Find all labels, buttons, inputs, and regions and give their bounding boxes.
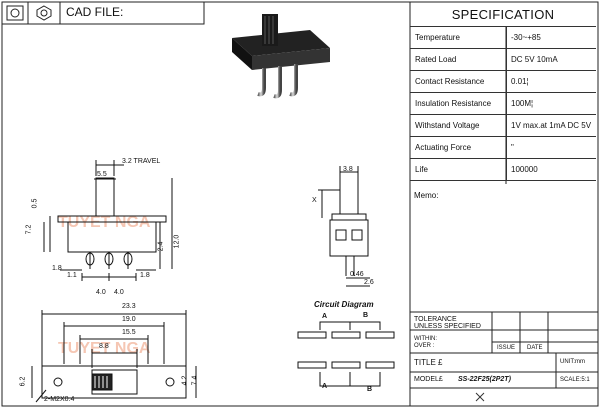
spec-row: Actuating Force "	[410, 136, 596, 159]
dim-1-8-left: 1.8	[52, 265, 62, 272]
circuit-title: Circuit Diagram	[314, 300, 374, 309]
dim-0-5: 0.5	[31, 198, 39, 209]
dim-0-46: 0.46	[350, 271, 364, 278]
dim-8-8: 8.8	[99, 343, 109, 350]
spec-row-label: Actuating Force	[415, 143, 472, 152]
spec-title: SPECIFICATION	[451, 7, 555, 22]
dim-7-2: 7.2	[25, 224, 33, 235]
spec-row-label: Withstand Voltage	[415, 121, 480, 130]
dim-1-8-right: 1.8	[140, 272, 150, 279]
spec-row: Rated Load DC 5V 10mA	[410, 48, 596, 71]
dim-4-2: 4.2	[181, 375, 189, 386]
dim-1-1: 1.1	[67, 272, 77, 279]
circuit-a-bottom: A	[322, 383, 328, 390]
spec-row-value: 100000	[506, 159, 596, 181]
dim-2-4: 2.4	[157, 241, 165, 252]
spec-row: Contact Resistance 0.01¦	[410, 70, 596, 93]
spec-row-label: Life	[415, 165, 428, 174]
spec-table-bottom-rule	[410, 180, 596, 181]
dim-4-0-right: 4.0	[114, 289, 124, 296]
dim-19-0: 19.0	[122, 316, 136, 323]
spec-row: Withstand Voltage 1V max.at 1mA DC 5V	[410, 114, 596, 137]
unit-label: UNIT:mm	[560, 359, 585, 365]
hex-icon	[34, 4, 54, 22]
dim-travel: 3.2 TRAVEL	[122, 158, 161, 165]
spec-row-label: Rated Load	[415, 55, 457, 64]
dim-7-4: 7.4	[191, 375, 199, 386]
spec-row-label: Insulation Resistance	[415, 99, 492, 108]
over-label: OVER :	[414, 343, 435, 349]
spec-row: Temperature -30~+85	[410, 26, 596, 49]
dim-23-3: 23.3	[122, 303, 136, 310]
issue-label: ISSUE	[497, 345, 516, 351]
model-value: SS-22F25(2P2T)	[458, 376, 511, 383]
circuit-diagram	[297, 321, 395, 387]
cad-file-label: CAD FILE:	[66, 5, 124, 19]
file-icon	[6, 5, 24, 21]
dim-4-0-left: 4.0	[96, 289, 106, 296]
end-view-drawing	[318, 166, 370, 287]
dim-2-6: 2.6	[364, 279, 374, 286]
dim-3-8: 3.8	[343, 166, 353, 173]
memo-label: Memo:	[414, 191, 439, 200]
title-value: £	[438, 358, 443, 367]
spec-row-value: 100M¦	[506, 93, 596, 115]
spec-row-label: Contact Resistance	[415, 77, 485, 86]
circuit-b-bottom: B	[367, 386, 373, 393]
switch-photo	[232, 14, 330, 99]
close-mark-icon	[474, 390, 486, 402]
dim-screw: 2-M2X0.4	[44, 396, 75, 403]
date-label: DATE	[527, 345, 543, 351]
model-label: MODEL£	[414, 376, 443, 383]
spec-row-value: DC 5V 10mA	[506, 49, 596, 71]
tolerance-label: TOLERANCE UNLESS SPECIFIED	[414, 316, 481, 330]
spec-row-value: 0.01¦	[506, 71, 596, 93]
top-view-drawing	[31, 310, 197, 403]
dim-15-5: 15.5	[122, 329, 136, 336]
spec-row-value: 1V max.at 1mA DC 5V	[506, 115, 596, 137]
spec-row-label: Temperature	[415, 33, 460, 42]
scale-label: SCALE:5:1	[560, 377, 590, 383]
spec-row: Insulation Resistance 100M¦	[410, 92, 596, 115]
within-label: WITHIN:	[414, 336, 437, 342]
circuit-b-top: B	[363, 312, 369, 319]
dim-5-5: 5.5	[97, 171, 107, 178]
dim-6-2: 6.2	[19, 376, 27, 387]
side-view-drawing	[43, 160, 173, 281]
dim-x: X	[312, 197, 317, 204]
circuit-a-top: A	[322, 313, 328, 320]
title-label: TITLE	[414, 358, 436, 367]
spec-row-value: -30~+85	[506, 27, 596, 49]
spec-row-value: "	[506, 137, 596, 159]
dim-12-0: 12.0	[173, 234, 181, 249]
spec-row: Life 100000	[410, 158, 596, 181]
